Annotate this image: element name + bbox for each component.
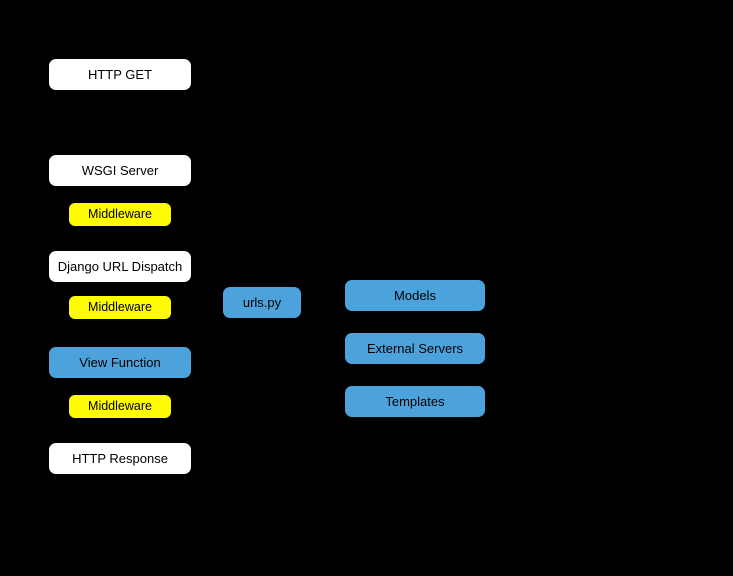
node-http-response-label: HTTP Response <box>72 451 168 466</box>
node-urls-py-label: urls.py <box>242 295 282 310</box>
node-external-servers: External Servers <box>344 332 486 365</box>
node-templates: Templates <box>344 385 486 418</box>
node-middleware-1-label: Middleware <box>88 207 152 222</box>
node-middleware-3: Middleware <box>68 394 172 419</box>
node-http-get-label: HTTP GET <box>87 67 153 82</box>
node-models: Models <box>344 279 486 312</box>
node-templates-label: Templates <box>385 394 445 409</box>
node-http-response: HTTP Response <box>48 442 192 475</box>
node-view-function-label: View Function <box>79 355 161 370</box>
node-django-url-dispatch: Django URL Dispatch <box>48 250 192 283</box>
node-middleware-2: Middleware <box>68 295 172 320</box>
node-urls-py: urls.py <box>222 286 302 319</box>
node-http-get: HTTP GET <box>48 58 192 91</box>
node-middleware-3-label: Middleware <box>88 399 152 414</box>
node-middleware-2-label: Middleware <box>88 300 152 315</box>
node-wsgi-server: WSGI Server <box>48 154 192 187</box>
node-django-url-dispatch-label: Django URL Dispatch <box>57 259 183 274</box>
node-middleware-1: Middleware <box>68 202 172 227</box>
node-external-servers-label: External Servers <box>366 341 464 356</box>
node-wsgi-server-label: WSGI Server <box>81 163 159 178</box>
node-models-label: Models <box>394 288 436 303</box>
node-view-function: View Function <box>48 346 192 379</box>
